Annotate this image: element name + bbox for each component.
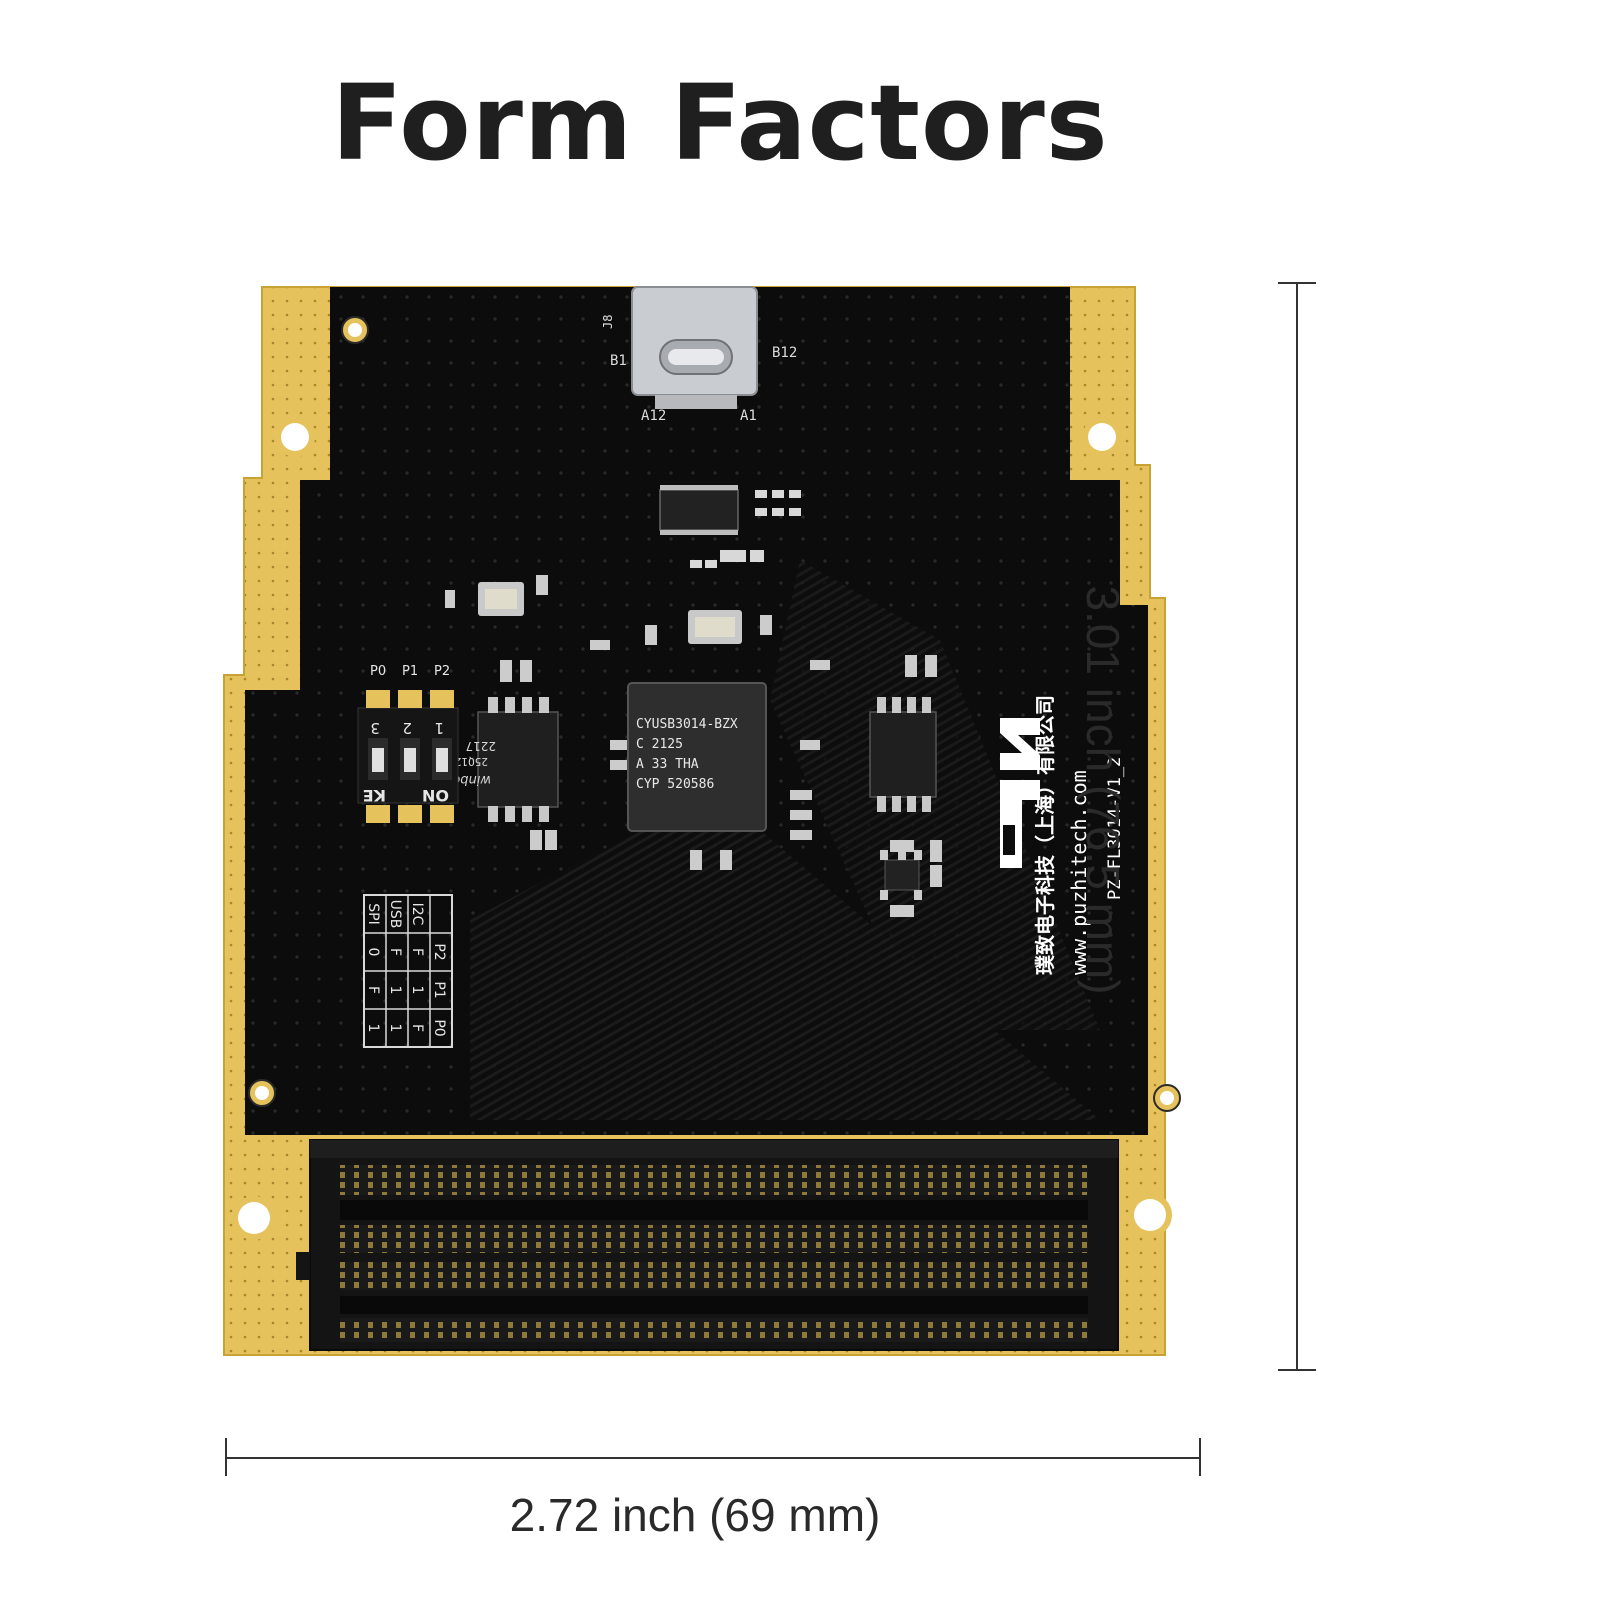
mounting-holes	[232, 316, 1181, 1240]
switch-label-on: ON	[422, 786, 449, 805]
pcb-traces	[470, 830, 1100, 1120]
switch-label-2: 2	[402, 719, 412, 737]
table-row-label: USB	[387, 900, 403, 929]
usb-c-connector	[631, 286, 758, 409]
table-cell: F	[409, 948, 425, 956]
pz-logo	[1000, 718, 1040, 868]
table-cell: F	[365, 986, 381, 994]
ic-u14	[869, 697, 937, 812]
switch-label-p2: P2	[434, 664, 450, 679]
height-dimension-line	[1278, 282, 1316, 1371]
main-chip-cyusb3014	[627, 682, 767, 832]
mode-table: P2 P1 P0 I2C F 1 F USB F 1 1 SPI 0 F 1	[363, 894, 453, 1048]
table-cell: 1	[387, 986, 403, 995]
table-cell: F	[409, 1024, 425, 1032]
flash-line-3: 2217	[465, 739, 496, 753]
table-header-p1: P1	[431, 981, 447, 998]
switch-label-p1: P1	[402, 664, 418, 679]
label-b1: B1	[610, 353, 627, 369]
table-row-label: I2C	[409, 903, 425, 926]
chip-line-3: A 33 THA	[636, 757, 699, 772]
table-header-p2: P2	[431, 943, 447, 960]
board-to-board-connector	[296, 1139, 1119, 1351]
model-text: PZ-FL3014-V1_2	[1105, 757, 1125, 900]
ic-u55	[880, 850, 922, 900]
flash-chip-winbond	[477, 697, 559, 822]
label-a12: A12	[641, 408, 666, 424]
website-text: www.puzhitech.com	[1067, 770, 1091, 975]
dip-switch	[357, 690, 459, 823]
chip-line-1: CYUSB3014-BZX	[636, 717, 738, 732]
switch-label-p0: P0	[370, 664, 386, 679]
switch-label-1: 1	[434, 719, 444, 737]
width-dimension-line	[225, 1438, 1201, 1476]
width-dimension-label: 2.72 inch (69 mm)	[509, 1489, 881, 1541]
label-a1: A1	[740, 408, 757, 424]
switch-label-3: 3	[370, 719, 380, 737]
switch-label-ke: KE	[363, 786, 386, 805]
table-cell: 1	[387, 1024, 403, 1033]
page-title: Form Factors	[331, 62, 1109, 184]
resistor-arrays	[690, 490, 801, 568]
chip-line-2: C 2125	[636, 737, 683, 752]
crystal-y4	[478, 582, 524, 616]
table-cell: 1	[409, 986, 425, 995]
table-cell: 0	[365, 948, 381, 957]
label-j8: J8	[601, 315, 615, 329]
height-dimension-label: 3.01 inch (76.5 mm)	[1077, 585, 1129, 995]
ic-u33	[659, 485, 739, 535]
table-header-p0: P0	[431, 1019, 447, 1036]
chip-line-4: CYP 520586	[636, 777, 714, 792]
company-text: 璞致电子科技（上海）有限公司	[1033, 695, 1057, 975]
crystal-y1	[688, 610, 742, 644]
table-row-label: SPI	[365, 903, 381, 924]
table-cell: 1	[365, 1024, 381, 1033]
table-cell: F	[387, 948, 403, 956]
passives	[445, 575, 942, 917]
label-b12: B12	[772, 345, 797, 361]
